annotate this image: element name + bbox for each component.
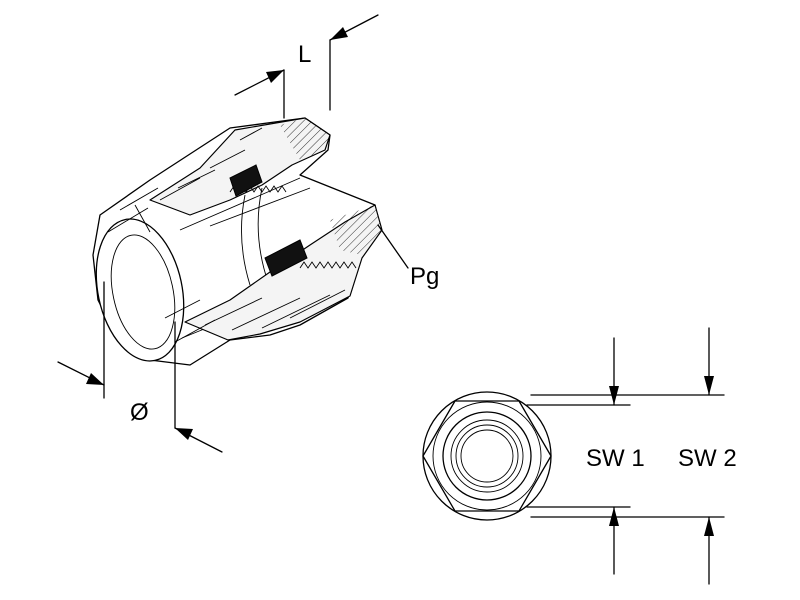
sw2-arrow-bottom — [704, 517, 714, 536]
lower-seal — [264, 239, 308, 277]
hex-facet-lines-lower — [164, 299, 216, 343]
lower-thread-teeth — [299, 261, 357, 269]
l-arrow-right — [330, 27, 348, 40]
end-view-ring-2 — [455, 424, 519, 488]
front-opening-outer — [95, 218, 185, 362]
pg-leader-line — [377, 224, 409, 269]
hex-facet-lines — [107, 187, 159, 233]
pg-callout: Pg — [377, 224, 439, 290]
dimension-diameter: Ø — [57, 281, 223, 453]
sw2-arrow-top — [704, 376, 714, 395]
dimension-sw2: SW 2 — [530, 327, 737, 585]
upper-section-lines — [159, 127, 263, 201]
front-opening-inner — [110, 234, 176, 350]
bore-ring-lines — [241, 187, 269, 286]
lower-section-lines — [204, 289, 346, 331]
label-l: L — [298, 41, 311, 68]
end-view-ring-1 — [450, 419, 524, 493]
gland-cutaway-view — [92, 117, 383, 366]
dimension-l: L — [234, 14, 379, 119]
label-diameter: Ø — [130, 399, 149, 426]
label-sw1: SW 1 — [586, 445, 645, 472]
label-pg: Pg — [410, 263, 439, 290]
dia-arrow-left — [86, 373, 104, 385]
label-sw2: SW 2 — [678, 445, 737, 472]
upper-seal — [229, 164, 263, 197]
gland-end-view — [422, 391, 552, 521]
l-arrow-left — [266, 70, 284, 83]
end-view-chamfer-circle — [432, 401, 542, 511]
lower-thread-hatch — [330, 205, 382, 255]
end-view-bore — [460, 429, 514, 483]
dia-arrow-right — [175, 428, 193, 440]
upper-thread-hatch — [280, 118, 330, 160]
